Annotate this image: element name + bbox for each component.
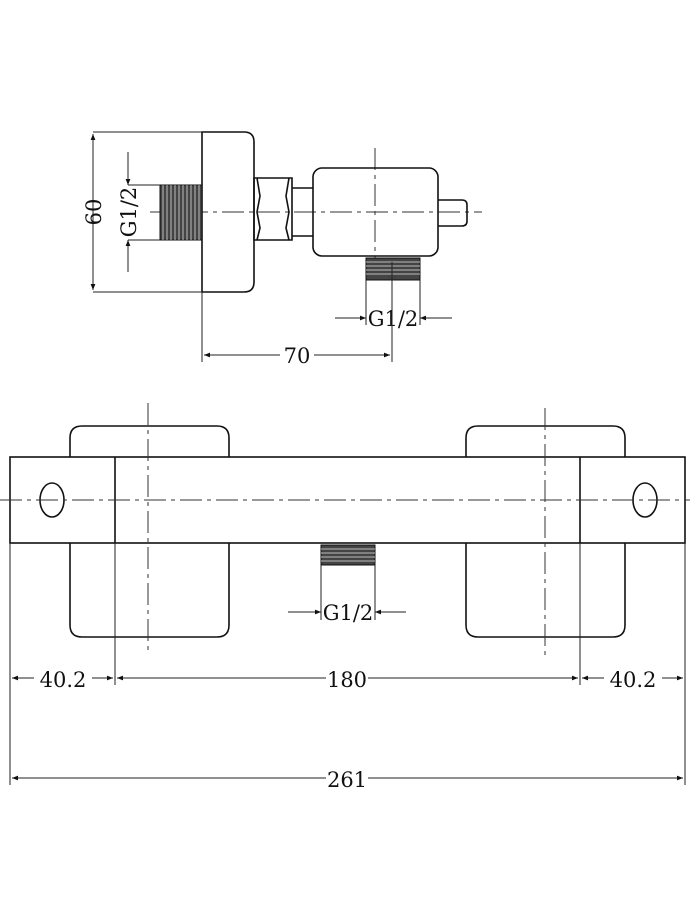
front-outlet-thread-label: G1/2 (323, 601, 374, 625)
extension-lines-70 (201, 262, 393, 362)
control-knob (438, 199, 468, 227)
overall-dim-label: 261 (327, 768, 367, 792)
wall-plate (201, 131, 255, 293)
front-view: G1/2 40.2 180 40.2 261 (0, 403, 690, 792)
left-end-dim-label: 40.2 (40, 668, 87, 692)
right-end-dim-label: 40.2 (610, 668, 657, 692)
handle-centerlines (147, 403, 546, 656)
inlet-thread (159, 184, 203, 241)
valve-body (312, 167, 439, 257)
center-dim-label: 180 (327, 668, 367, 692)
hex-nut (253, 177, 293, 241)
outlet-thread-front (320, 544, 376, 566)
height-dim-label: 60 (82, 199, 106, 226)
depth-dim-label: 70 (284, 344, 311, 368)
extension-lines-60 (93, 131, 202, 293)
left-handle-top (69, 425, 230, 457)
connector-pipe (292, 187, 313, 237)
outlet-thread-label: G1/2 (368, 307, 419, 331)
outlet-thread-side (365, 257, 421, 281)
inlet-thread-label: G1/2 (117, 187, 141, 238)
side-view: 60 G1/2 G1/2 70 (82, 131, 482, 368)
left-handle-bottom (69, 543, 230, 638)
extension-lines-width (9, 543, 686, 785)
extension-lines-inlet (128, 184, 160, 241)
